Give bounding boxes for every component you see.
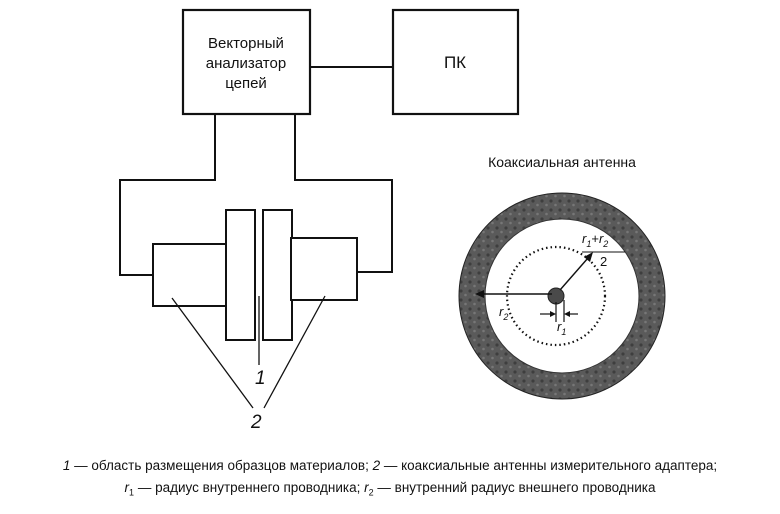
marker-1: 1 [255,368,266,389]
caption-text-4: — внутренний радиус внешнего проводника [373,480,656,495]
figure-caption: 1 — область размещения образцов материал… [0,455,780,504]
label-mean-radius-numerator: r1+r2 [582,231,608,249]
caption-text-3: — радиус внутреннего проводника; [134,480,365,495]
cable-right [294,114,393,273]
caption-text-2: — коаксиальные антенны измерительного ад… [380,458,718,473]
r1-arrowhead-right [564,311,570,317]
marker-2-leader-right [263,295,326,409]
caption-r2-var: r [364,480,369,495]
caption-r2-sub: 2 [368,487,374,498]
outer-conductor-ring [459,193,665,399]
vna-label-line-1: Векторный [208,35,284,52]
right-antenna-flange [262,209,293,341]
label-mean-radius-denominator: 2 [600,254,607,269]
marker-2-leader-left [171,297,254,409]
marker-2: 2 [250,412,262,433]
label-r1: r1 [557,319,566,337]
vna-label-line-3: цепей [225,75,267,92]
mean-radius-arrow-line [559,257,589,291]
left-antenna-body [152,243,228,307]
mean-radius-circle [505,245,607,347]
caption-num-2: 2 [372,458,381,473]
right-antenna-body [290,237,358,301]
caption-line-1: 1 — область размещения образцов материал… [0,455,780,477]
vna-box [181,8,312,116]
caption-line-2: r1 — радиус внутреннего проводника; r2 —… [0,477,780,504]
measurement-setup-diagram: Векторный анализатор цепей ПК 1 2 Коакси… [119,8,666,433]
outer-conductor-outer-edge [458,192,666,400]
r1-arrowhead-left [550,311,556,317]
caption-num-1: 1 [62,458,71,473]
vna-label-line-2: анализатор [206,55,286,72]
caption-r1-sub: 1 [129,487,135,498]
inner-conductor [547,287,565,305]
pc-box [391,8,520,116]
mean-radius-arrowhead [584,252,593,262]
left-antenna-flange [225,209,256,341]
caption-r1-var: r [124,480,130,495]
caption-text-1: — область размещения образцов материалов… [70,458,373,473]
cable-left [119,114,216,276]
r2-arrowhead [475,290,484,298]
pc-label: ПК [444,53,466,72]
coax-title: Коаксиальная антенна [488,154,636,170]
label-r2: r2 [499,304,508,322]
